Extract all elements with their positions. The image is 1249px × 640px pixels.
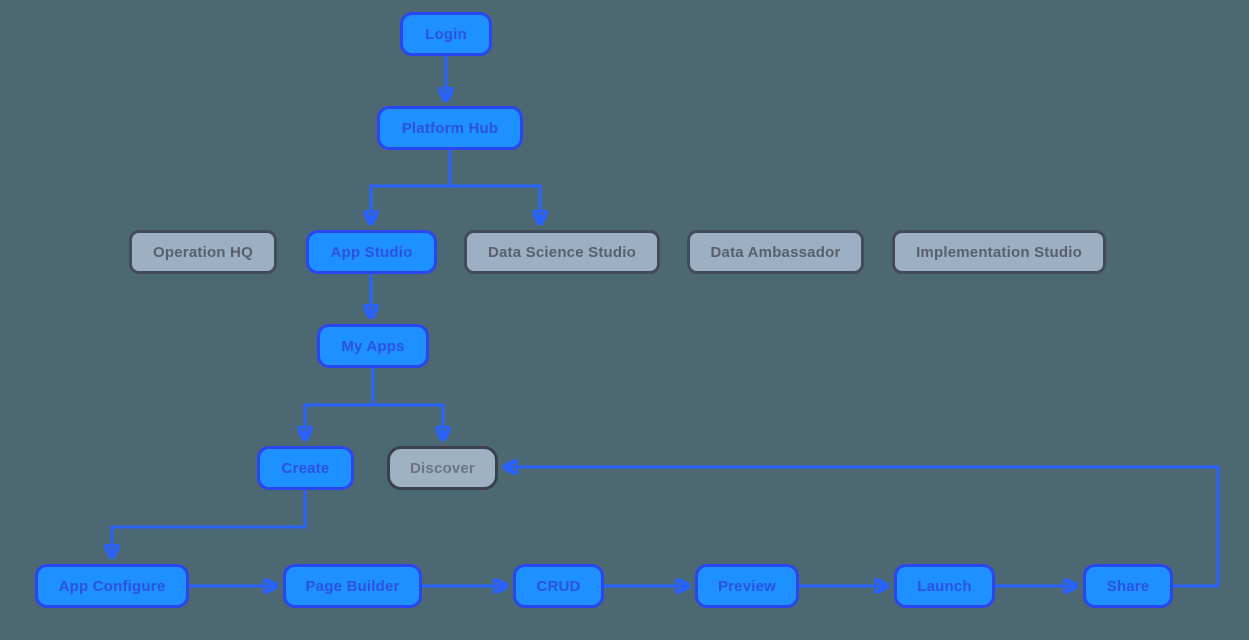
node-app-configure: App Configure (35, 564, 189, 608)
node-crud: CRUD (513, 564, 604, 608)
node-launch: Launch (894, 564, 995, 608)
edge-my-apps-discover (373, 403, 443, 438)
node-implementation-studio: Implementation Studio (892, 230, 1106, 274)
node-page-builder: Page Builder (283, 564, 422, 608)
node-operation-hq: Operation HQ (129, 230, 277, 274)
edge-create-app-configure (112, 490, 307, 556)
edge-platform-hub-app-studio (371, 150, 452, 222)
node-discover: Discover (387, 446, 498, 490)
node-my-apps: My Apps (317, 324, 429, 368)
node-platform-hub: Platform Hub (377, 106, 523, 150)
node-login: Login (400, 12, 492, 56)
node-share: Share (1083, 564, 1173, 608)
node-create: Create (257, 446, 354, 490)
node-app-studio: App Studio (306, 230, 437, 274)
node-data-ambassador: Data Ambassador (687, 230, 864, 274)
edge-platform-hub-data-science (450, 184, 540, 222)
node-preview: Preview (695, 564, 799, 608)
node-data-science-studio: Data Science Studio (464, 230, 660, 274)
edge-my-apps-create (305, 368, 375, 438)
